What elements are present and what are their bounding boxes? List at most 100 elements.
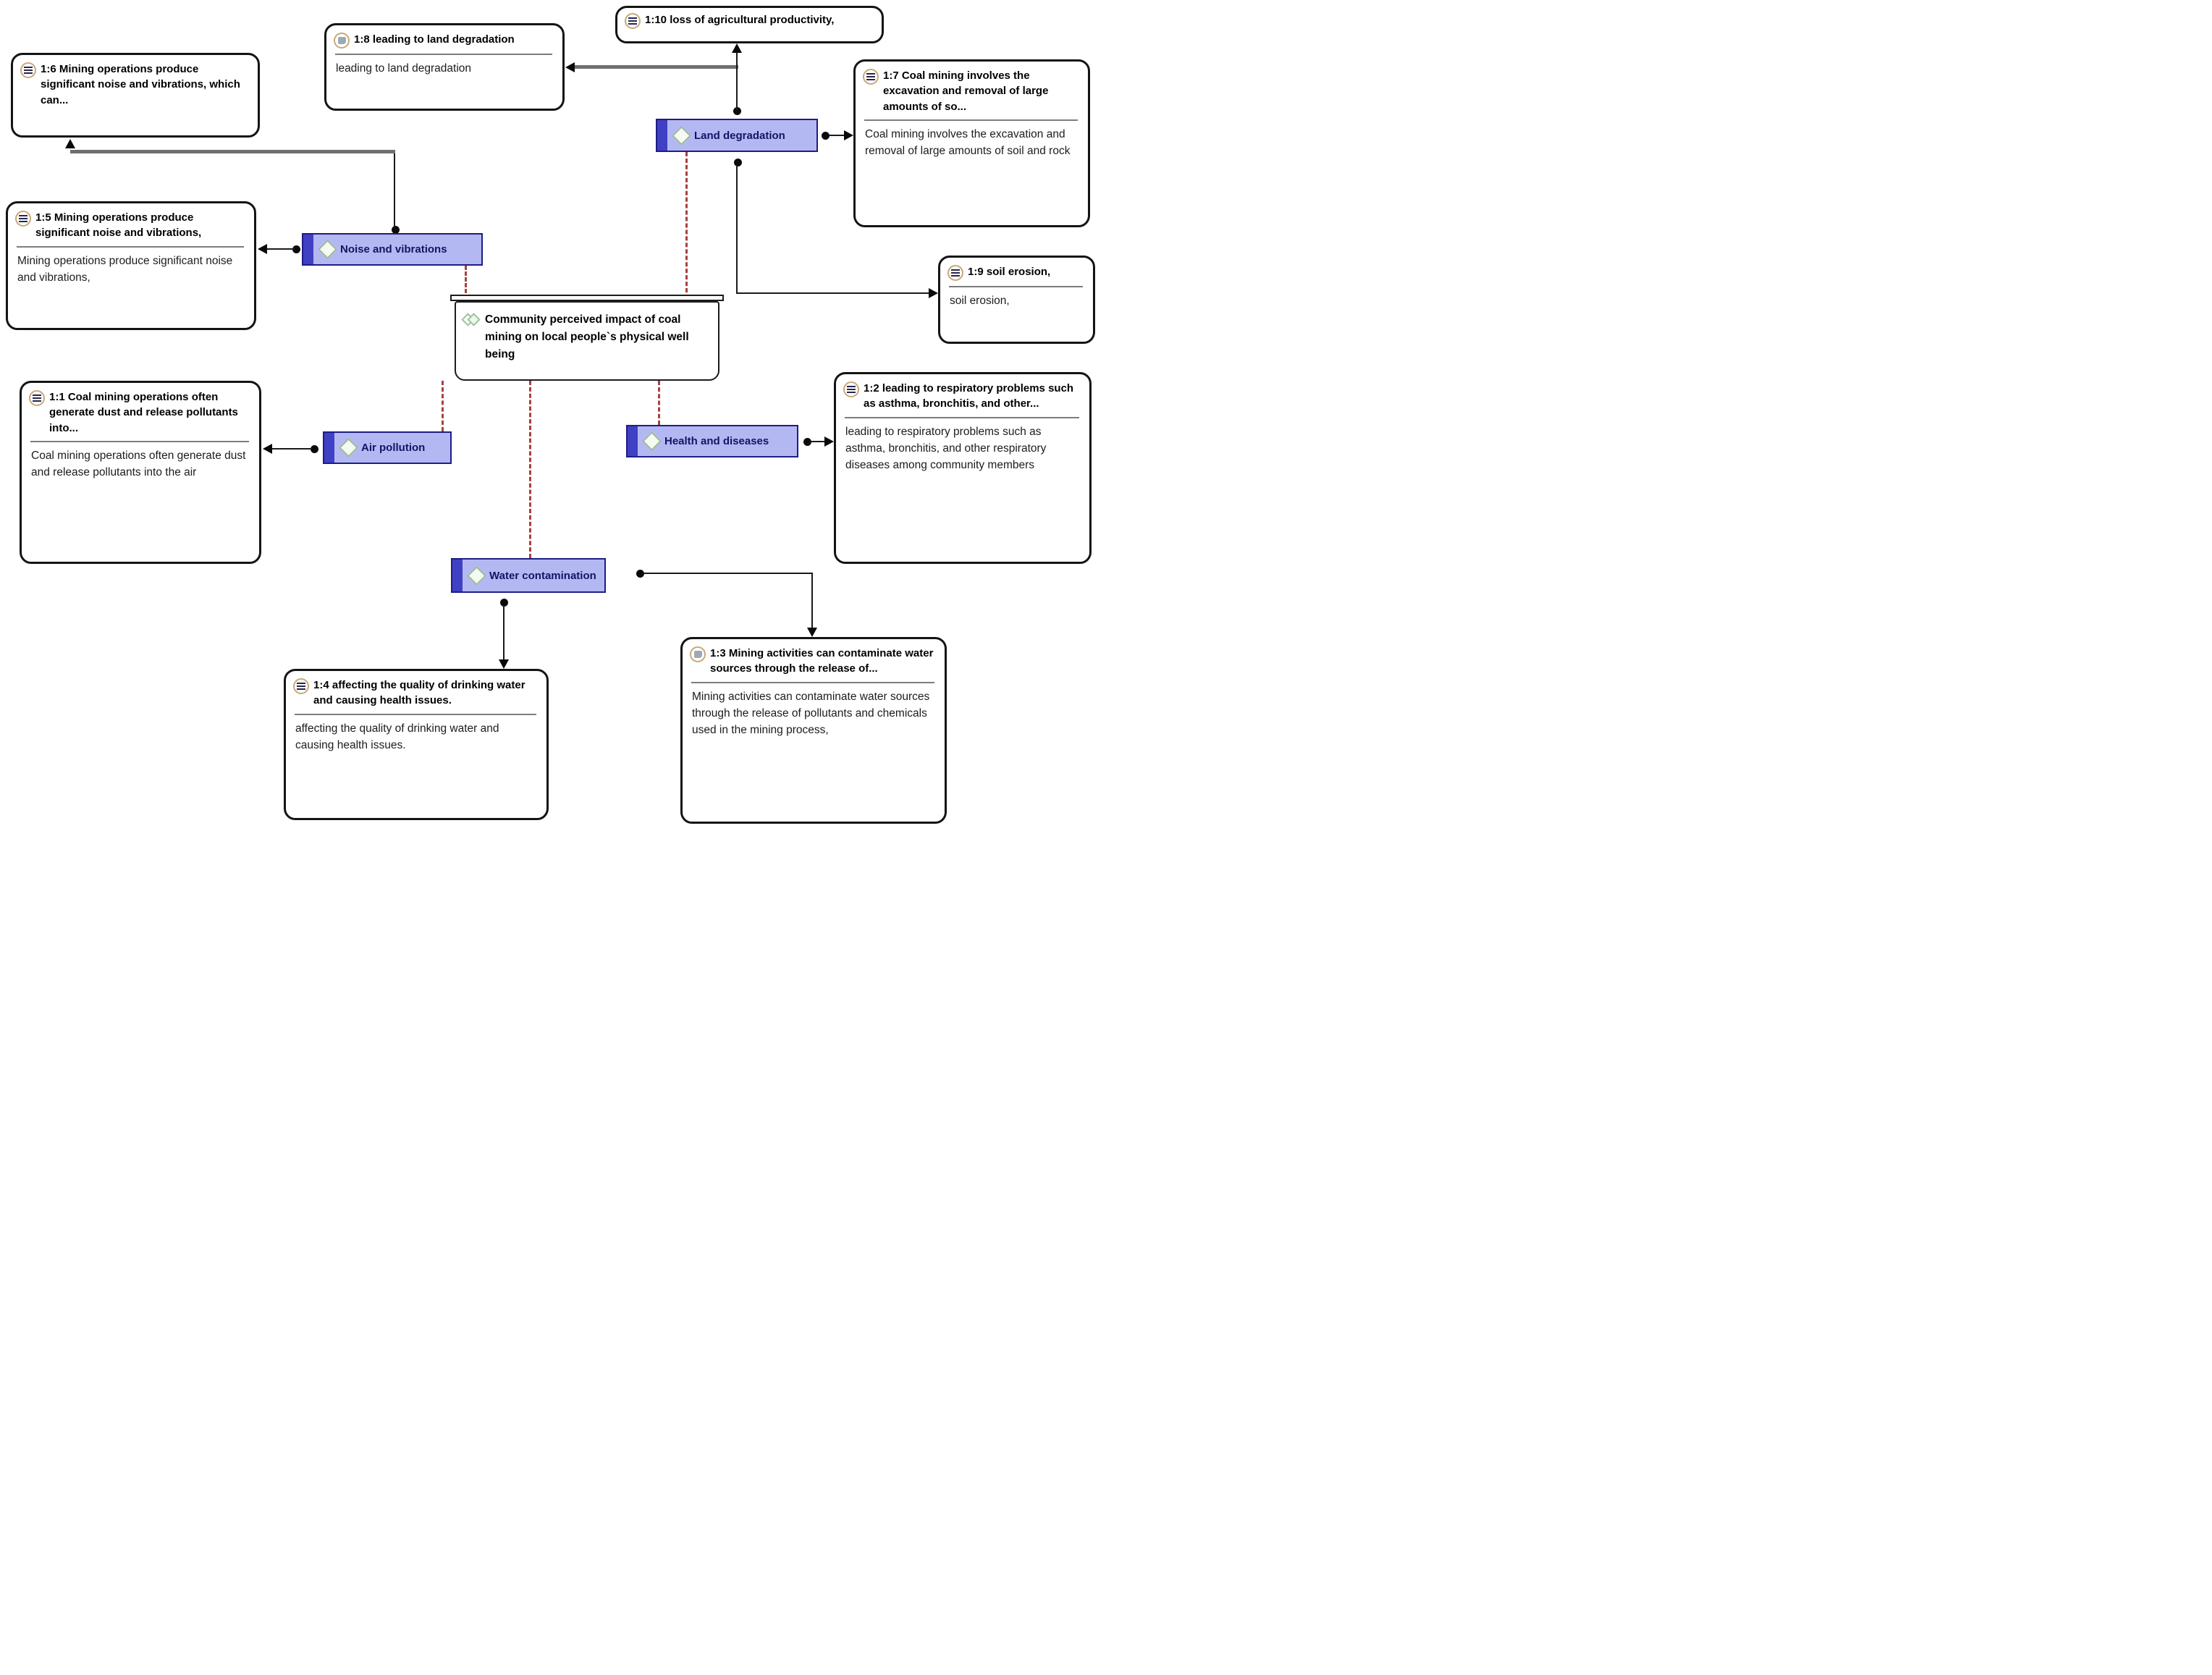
- edge-water-q13-hline: [643, 573, 813, 574]
- divider: [949, 286, 1083, 287]
- dotted-link-noise-central: [465, 266, 467, 299]
- code-node-health-and-diseases[interactable]: Health and diseases: [626, 425, 798, 457]
- edge-noise-q16-hline: [70, 150, 395, 153]
- divider: [691, 681, 934, 683]
- edge-land-q18-hline: [573, 65, 738, 69]
- quotation-box-1-8[interactable]: 1:8 leading to land degradation leading …: [324, 23, 565, 111]
- edge-anchor-dot: [500, 599, 508, 607]
- code-node-air-pollution[interactable]: Air pollution: [323, 431, 452, 464]
- edge-air-q11-arrowhead: [263, 444, 272, 454]
- edge-anchor-dot: [803, 438, 811, 446]
- quotation-body: leading to respiratory problems such as …: [845, 425, 1047, 472]
- quotation-body: Mining operations produce significant no…: [17, 254, 233, 284]
- node-color-strip: [452, 560, 463, 591]
- divider: [295, 713, 536, 715]
- quotation-title: 1:2 leading to respiratory problems such…: [864, 382, 1074, 410]
- dotted-link-land-central: [685, 152, 688, 299]
- edge-anchor-dot: [822, 132, 830, 140]
- code-diamond-icon: [339, 438, 358, 457]
- code-node-label: Water contamination: [489, 569, 596, 582]
- edge-land-q110-vline: [736, 52, 738, 110]
- edge-land-q19-arrowhead: [929, 288, 938, 298]
- edge-land-q19-hline: [736, 292, 929, 294]
- quotation-box-1-4[interactable]: 1:4 affecting the quality of drinking wa…: [284, 669, 549, 820]
- dotted-link-water-central: [529, 381, 531, 558]
- quotation-icon: [15, 211, 31, 227]
- memo-icon: [690, 646, 706, 662]
- divider: [845, 416, 1079, 418]
- code-node-noise-and-vibrations[interactable]: Noise and vibrations: [302, 233, 483, 266]
- edge-noise-q15-arrowhead: [258, 244, 267, 254]
- edge-anchor-dot: [636, 570, 644, 578]
- quotation-body: Coal mining involves the excavation and …: [865, 127, 1071, 158]
- quotation-box-1-10[interactable]: 1:10 loss of agricultural productivity,: [615, 6, 884, 43]
- code-node-water-contamination[interactable]: Water contamination: [451, 558, 606, 593]
- central-category-node[interactable]: Community perceived impact of coal minin…: [455, 301, 719, 381]
- quotation-box-1-2[interactable]: 1:2 leading to respiratory problems such…: [834, 372, 1092, 564]
- quotation-title: 1:4 affecting the quality of drinking wa…: [313, 679, 525, 707]
- quotation-body: Coal mining operations often generate du…: [31, 449, 246, 479]
- edge-noise-q15-hline: [267, 248, 295, 250]
- quotation-title: 1:3 Mining activities can contaminate wa…: [710, 647, 934, 675]
- node-color-strip: [657, 120, 667, 151]
- code-diamond-icon: [642, 431, 662, 451]
- code-node-land-degradation[interactable]: Land degradation: [656, 119, 818, 152]
- node-color-strip: [324, 433, 334, 463]
- quotation-icon: [843, 381, 859, 397]
- code-node-label: Land degradation: [694, 129, 785, 142]
- code-diamond-icon: [672, 125, 691, 145]
- quotation-box-1-3[interactable]: 1:3 Mining activities can contaminate wa…: [680, 637, 947, 824]
- edge-anchor-dot: [311, 445, 318, 453]
- quotation-title: 1:9 soil erosion,: [968, 266, 1051, 278]
- quotation-title: 1:8 leading to land degradation: [354, 33, 515, 46]
- quotation-body: leading to land degradation: [336, 62, 472, 75]
- node-color-strip: [628, 426, 638, 456]
- node-color-strip: [303, 235, 313, 264]
- quotation-title: 1:10 loss of agricultural productivity,: [645, 14, 835, 26]
- code-node-label: Noise and vibrations: [340, 243, 447, 256]
- quotation-body: Mining activities can contaminate water …: [692, 690, 930, 737]
- edge-land-q19-vline: [736, 165, 738, 294]
- edge-water-q14-arrowhead: [499, 659, 509, 669]
- quotation-title: 1:5 Mining operations produce significan…: [35, 211, 202, 240]
- quotation-body: affecting the quality of drinking water …: [295, 722, 499, 751]
- edge-water-q13-arrowhead: [807, 628, 817, 637]
- dotted-link-health-central: [658, 381, 660, 425]
- quotation-icon: [29, 390, 45, 406]
- code-diamond-icon: [318, 240, 337, 259]
- edge-anchor-dot: [292, 245, 300, 253]
- edge-water-q13-vline: [811, 573, 813, 629]
- quotation-box-1-9[interactable]: 1:9 soil erosion, soil erosion,: [938, 256, 1095, 344]
- edge-land-q18-arrowhead: [565, 62, 575, 72]
- dotted-link-air-central: [442, 381, 444, 431]
- quotation-icon: [20, 62, 36, 78]
- quotation-box-1-7[interactable]: 1:7 Coal mining involves the excavation …: [853, 59, 1090, 227]
- code-node-label: Air pollution: [361, 442, 426, 454]
- quotation-icon: [293, 678, 309, 694]
- edge-noise-q16-arrowhead: [65, 139, 75, 148]
- edge-health-q12-hline: [810, 441, 826, 442]
- quotation-title: 1:6 Mining operations produce significan…: [41, 63, 240, 106]
- edge-noise-q16-vline: [394, 153, 395, 227]
- quotation-box-1-6[interactable]: 1:6 Mining operations produce significan…: [11, 53, 260, 138]
- edge-land-q110-arrowhead: [732, 43, 742, 53]
- edge-anchor-dot: [392, 226, 400, 234]
- divider: [335, 54, 552, 55]
- edge-land-q17-arrowhead: [844, 130, 853, 140]
- edge-land-q17-hline: [829, 135, 846, 136]
- divider: [30, 440, 249, 442]
- quotation-icon: [625, 13, 641, 29]
- central-category-label: Community perceived impact of coal minin…: [485, 313, 689, 361]
- code-diamond-icon: [467, 565, 486, 586]
- quotation-icon: [863, 69, 879, 85]
- quotation-body: soil erosion,: [950, 295, 1010, 307]
- quotation-box-1-1[interactable]: 1:1 Coal mining operations often generat…: [20, 381, 261, 564]
- quotation-box-1-5[interactable]: 1:5 Mining operations produce significan…: [6, 201, 256, 330]
- divider: [864, 119, 1078, 121]
- edge-water-q14-vline: [503, 605, 505, 659]
- divider: [17, 245, 244, 248]
- edge-health-q12-arrowhead: [824, 436, 834, 447]
- quotation-title: 1:1 Coal mining operations often generat…: [49, 391, 238, 434]
- quotation-title: 1:7 Coal mining involves the excavation …: [883, 69, 1049, 113]
- category-diamond-icon: [461, 313, 482, 329]
